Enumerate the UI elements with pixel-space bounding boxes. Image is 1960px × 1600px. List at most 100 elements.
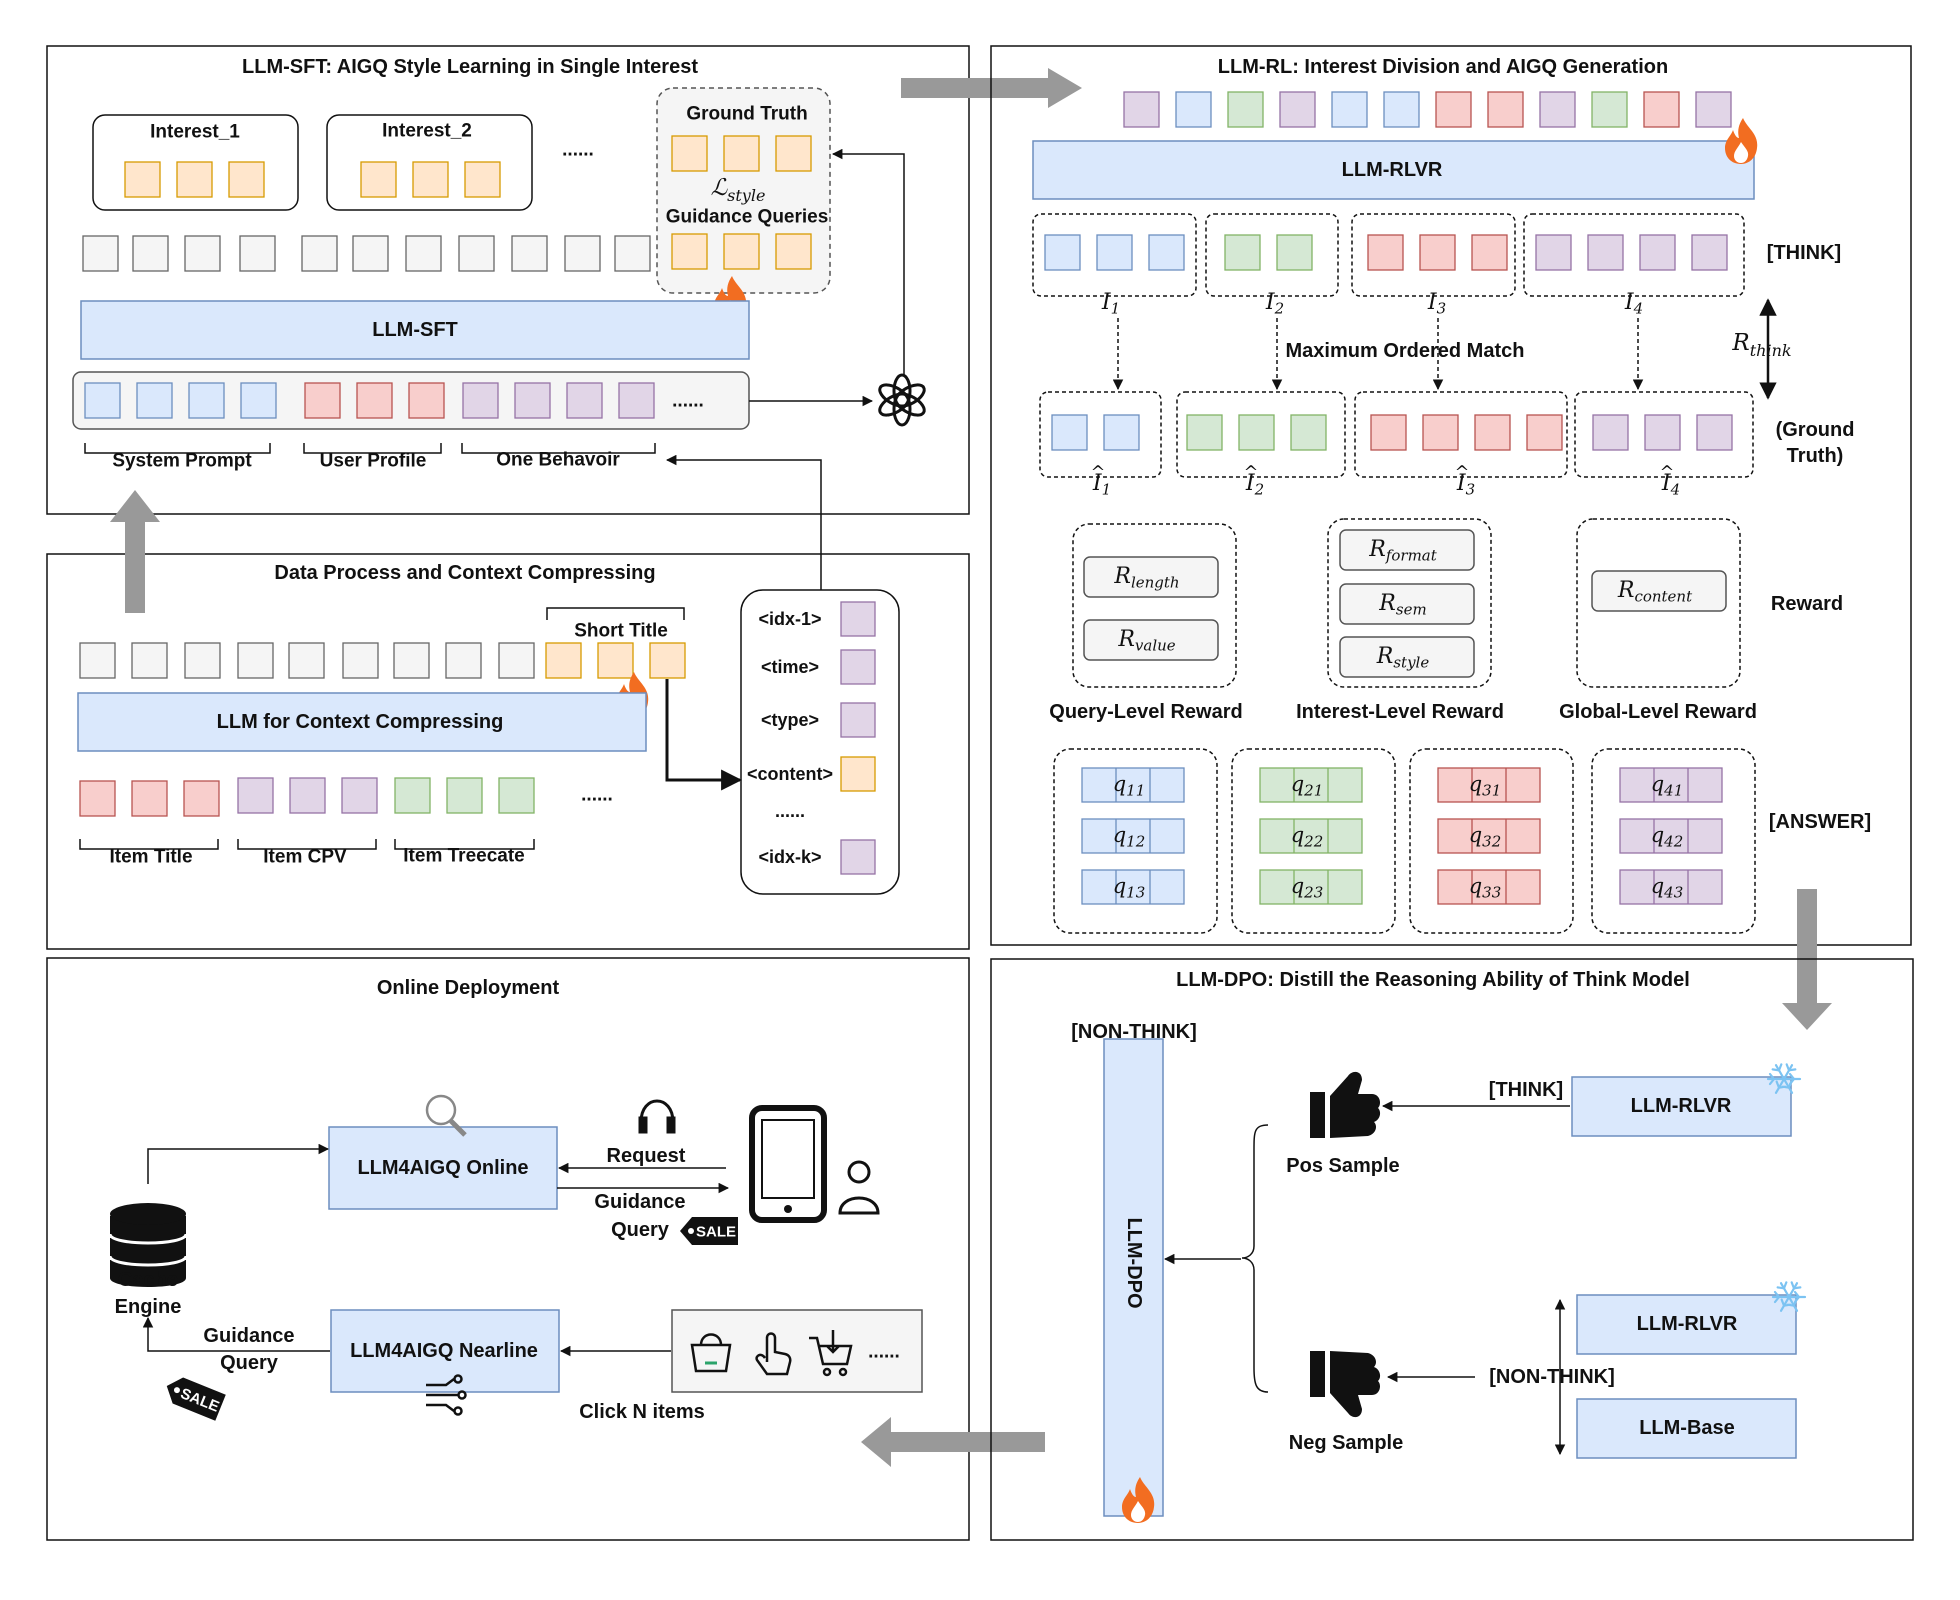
search-icon-lens [425,1094,457,1126]
gt-interest-label-4: I4^ [1660,463,1681,499]
openai-logo-icon [878,373,926,427]
thumbs-down-icon [1310,1351,1381,1418]
interest-2-label: Interest_2 [382,121,472,142]
gt-interest-label-2-hat: ^ [1244,463,1259,483]
deploy-panel-title: Online Deployment [377,977,560,999]
snowflake-icon-bottom-barb [1790,1281,1802,1290]
gt-interest-label-1-base: I [1092,471,1103,496]
dpo-non-think-tag-2: [NON-THINK] [1489,1366,1615,1388]
reward-term-box-1-1 [1339,583,1475,625]
headset-icon-band [639,1099,675,1123]
item-title-brace [79,839,219,850]
answer-query-31-sub: 31 [1482,781,1501,799]
gt-interest-label-1-text: I1^ [1091,463,1112,499]
dpo-fire-icon-inner [1131,1501,1146,1522]
interest-label-4: I4 [1624,290,1643,318]
data-context-token [184,642,221,679]
short-title-label: Short Title [574,621,668,642]
answer-query-22-sub: 22 [1303,832,1323,850]
reward-term-0-0-base: R [1113,564,1131,589]
rl-output-token [1227,91,1264,128]
reward-term-0-1-text: Rvalue [1117,627,1175,655]
data-context-token [342,642,379,679]
dpo-panel-title: LLM-DPO: Distill the Reasoning Ability o… [1176,969,1690,991]
database-icon-disk [110,1238,186,1265]
reward-term-1-0-sub: format [1385,547,1438,565]
search-icon [425,1094,467,1137]
reward-term-box-0-0 [1083,556,1219,598]
system-prompt-token [240,382,277,419]
headset-icon-cup [666,1116,676,1134]
item-treecate-token [498,777,535,814]
guidance-queries-token [775,233,812,270]
reward-term-box-1-0 [1339,529,1475,571]
item-cpv-label: Item CPV [263,847,347,868]
interest-2-token [360,161,397,198]
cart-icon-wheel [838,1367,848,1377]
cart-icon-shape [809,1330,853,1366]
answer-query-box-2-1 [1437,818,1541,854]
reward-box-0 [1072,523,1237,688]
context-compress-label: LLM for Context Compressing [217,711,504,733]
gt-group-4 [1574,391,1754,478]
think-group-2-token [1276,234,1313,271]
pos-sample-label: Pos Sample [1286,1155,1399,1177]
thumbs-up-icon [1310,1071,1381,1138]
item-title-label: Item Title [109,847,192,868]
rlvr-top-label: LLM-RLVR [1631,1095,1732,1117]
reward-term-1-0: Rformat [1368,537,1437,565]
ground-truth-token [775,135,812,172]
click-items-ellipsis: ...... [868,1342,900,1363]
database-icon-top [110,1203,186,1225]
gt-interest-label-4-sub: 4 [1670,481,1681,499]
answer-query-22: q22 [1291,823,1324,850]
answer-query-42: q42 [1651,823,1684,850]
interest-2-box [326,114,533,211]
answer-query-box-0-1 [1081,818,1185,854]
answer-tag: [ANSWER] [1769,811,1871,833]
answer-query-41: q41 [1651,772,1684,799]
answer-query-21-text: q21 [1291,772,1324,799]
answer-query-12: q12 [1113,823,1146,850]
answer-query-41-text: q41 [1651,772,1684,799]
reward-label-1: Interest-Level Reward [1296,701,1504,723]
reward-term-box-2-0 [1591,570,1727,612]
llm4aigq-online [328,1126,558,1210]
network-icon-node [457,1390,467,1400]
reward-box-1 [1327,518,1492,688]
r-think-label-text: Rthink [1731,330,1791,359]
dpo-to-deploy-big-arrow [861,1417,1045,1467]
basket-icon [690,1333,732,1373]
reward-tag: Reward [1771,593,1843,615]
reward-term-2-0-base: R [1617,578,1635,603]
answer-query-box-0-2 [1081,869,1185,905]
think-group-2 [1205,213,1339,297]
tag-token-2 [840,702,876,738]
sft-panel-title: LLM-SFT: AIGQ Style Learning in Single I… [242,56,698,78]
data-context-token [131,642,168,679]
interest-label-3-base: I [1427,290,1438,315]
answer-query-32-sub: 32 [1482,832,1501,850]
network-icon [426,1374,467,1416]
think-group-3-token [1419,234,1456,271]
gt-group-2-token [1290,414,1327,451]
gt-interest-label-1: I1^ [1091,463,1112,499]
r-think-label-base: R [1731,330,1749,356]
behavior-brace [461,443,656,454]
reward-label-0: Query-Level Reward [1049,701,1242,723]
answer-query-22-base: q [1291,823,1304,847]
sft-panel [46,45,970,515]
interest-1-token [228,161,265,198]
style-loss-sub: style [727,185,765,204]
answer-query-box-1-0 [1259,767,1363,803]
data-context-token [498,642,535,679]
rl-output-token [1435,91,1472,128]
answer-query-box-2-0 [1437,767,1541,803]
data-context-token [237,642,274,679]
data-context-token [393,642,430,679]
rl-output-token [1175,91,1212,128]
database-icon [108,1203,188,1287]
gt-interest-label-3-hat: ^ [1455,463,1470,483]
gt-group-3 [1354,391,1568,478]
sft-context-token [184,235,221,272]
